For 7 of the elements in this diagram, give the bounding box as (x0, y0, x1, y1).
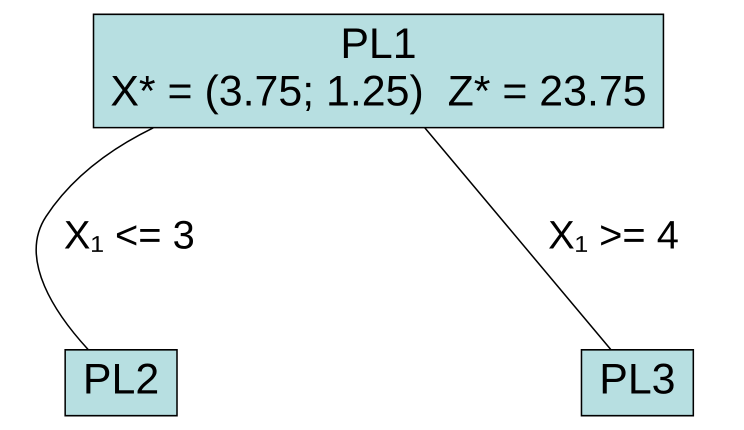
connector (36, 127, 154, 350)
edge-label: X₁ <= 3 (64, 213, 195, 258)
node-box: PL2 (64, 349, 178, 416)
node-box: PL3 (580, 349, 694, 416)
edge-label: X₁ >= 4 (548, 213, 679, 258)
node-box: PL1 X* = (3.75; 1.25) Z* = 23.75 (92, 14, 664, 128)
connector (424, 127, 612, 350)
